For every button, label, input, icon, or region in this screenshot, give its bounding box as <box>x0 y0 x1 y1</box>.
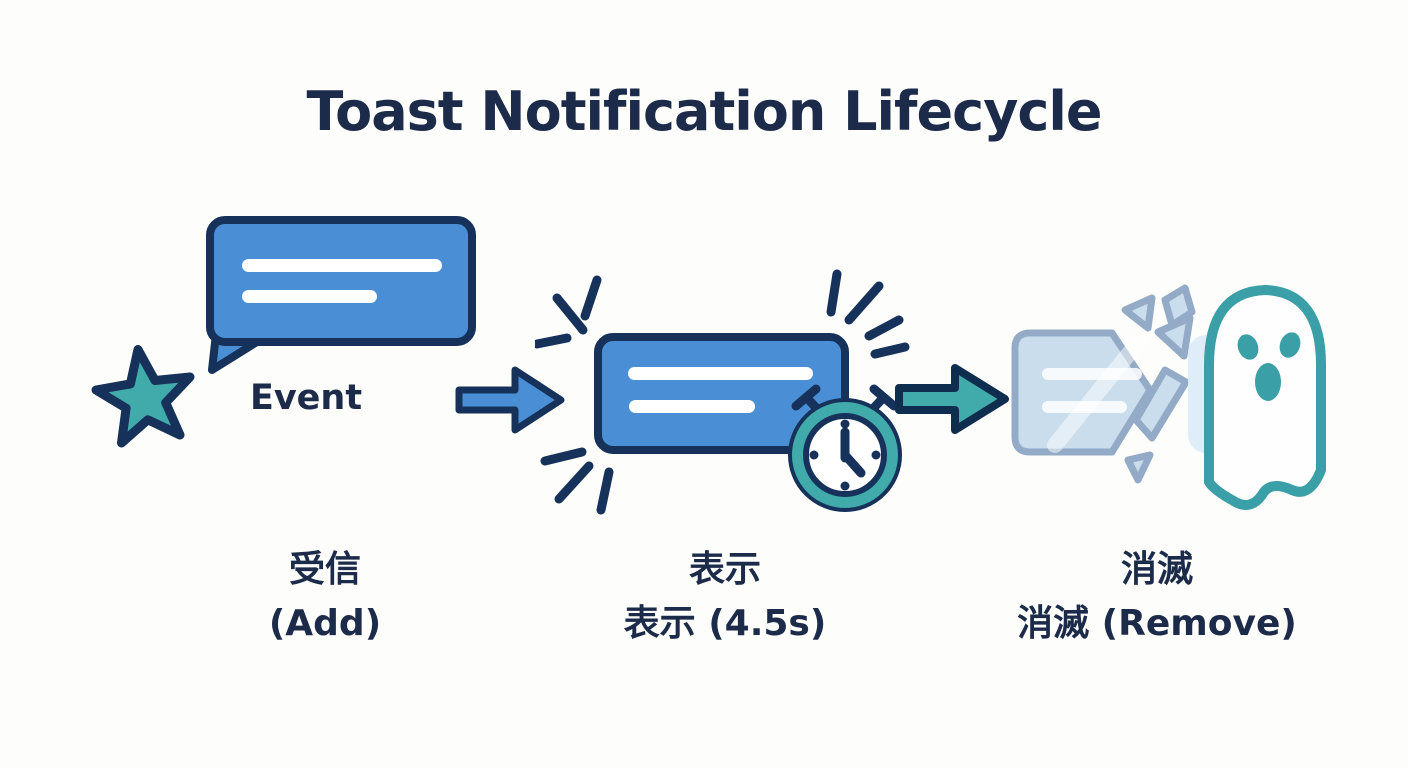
caption-remove-en: 消滅 (Remove) <box>1017 603 1297 644</box>
shard <box>1121 294 1156 332</box>
bubble-text-line <box>242 290 377 303</box>
caption-receive: 受信 (Add) <box>175 543 475 651</box>
star-icon <box>91 345 195 448</box>
caption-receive-en: (Add) <box>268 603 382 644</box>
toast-text-line <box>628 367 813 380</box>
ghost-icon <box>1204 285 1326 510</box>
event-label: Event <box>249 378 363 418</box>
caption-remove: 消滅 消滅 (Remove) <box>987 543 1327 651</box>
caption-receive-jp: 受信 <box>288 549 361 590</box>
faded-text-line <box>1042 401 1127 413</box>
burst-lines-icon <box>535 269 910 515</box>
shard <box>1132 366 1190 442</box>
arrow-right-icon <box>455 366 565 434</box>
caption-display: 表示 表示 (4.5s) <box>575 543 875 651</box>
caption-display-en: 表示 (4.5s) <box>623 603 827 644</box>
page-title: Toast Notification Lifecycle <box>306 80 1102 143</box>
ghost-eye <box>1237 334 1259 360</box>
ghost-mouth <box>1255 363 1281 401</box>
shattered-toast-icon <box>1011 284 1238 484</box>
toast-display-group <box>535 269 910 515</box>
shard <box>1124 451 1154 484</box>
ghost-eye <box>1279 332 1301 358</box>
shard <box>1161 284 1196 329</box>
shard <box>1154 314 1194 360</box>
toast-text-line <box>629 400 755 413</box>
dismiss-group <box>1011 284 1326 510</box>
caption-display-jp: 表示 <box>688 549 761 590</box>
speech-bubble-icon <box>206 216 476 374</box>
arrow-right-icon <box>895 364 1009 434</box>
bubble-text-line <box>242 259 442 272</box>
toast-icon <box>594 333 849 454</box>
faded-text-line <box>1042 368 1142 380</box>
clock-hand-hour <box>840 450 866 478</box>
caption-remove-jp: 消滅 <box>1120 549 1193 590</box>
stopwatch-icon <box>788 384 902 512</box>
